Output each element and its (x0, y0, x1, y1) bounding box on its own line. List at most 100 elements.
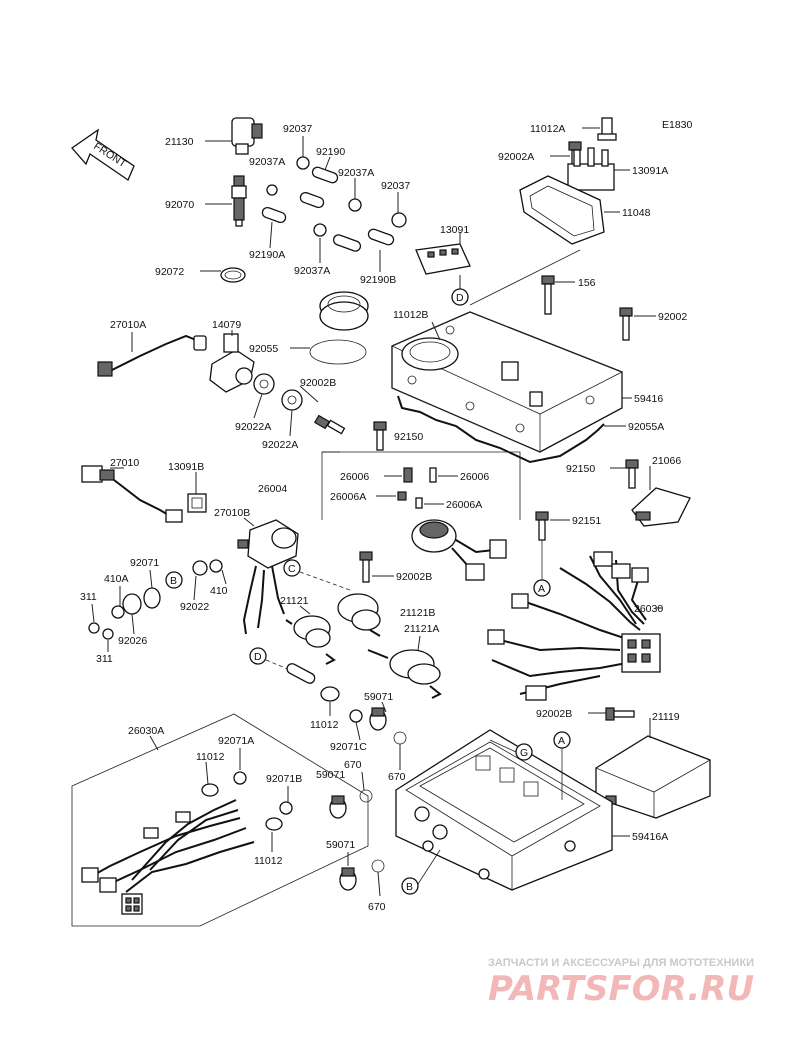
part-92071A-caps (233, 771, 293, 815)
callout-d-mid (249, 647, 267, 665)
label-92037A-b: 92037A (338, 167, 374, 179)
label-92150-a: 92150 (394, 431, 423, 443)
part-92071-washers (88, 560, 208, 640)
watermark-tagline: ЗАПЧАСТИ И АКСЕССУАРЫ ДЛЯ МОТОТЕХНИКИ (488, 957, 754, 969)
callout-b-mid (165, 571, 183, 589)
label-92190A: 92190A (249, 249, 285, 261)
label-92037-b: 92037 (381, 180, 410, 192)
label-26006-a: 26006 (340, 471, 369, 483)
label-59071-a: 59071 (364, 691, 393, 703)
part-410-cap (209, 559, 223, 573)
part-92002B-bolt-c (605, 707, 635, 721)
label-26006A-b: 26006A (446, 499, 482, 511)
label-92071C: 92071C (330, 741, 367, 753)
label-11048: 11048 (622, 207, 651, 219)
part-92055-cap (319, 291, 369, 331)
part-27010A-sensor (97, 334, 207, 377)
label-92026: 92026 (118, 635, 147, 647)
label-26030: 26030 (634, 603, 663, 615)
callout-b-bottom-label: B (406, 881, 413, 893)
label-92002B-c: 92002B (536, 708, 572, 720)
label-26030A: 26030A (128, 725, 164, 737)
part-92190-pipe (261, 166, 395, 252)
label-92070: 92070 (165, 199, 194, 211)
label-670-b: 670 (344, 759, 362, 771)
callout-d-mid-label: D (254, 651, 262, 663)
part-670-oring-c (371, 859, 385, 873)
part-92151-bolt (535, 511, 549, 541)
part-21119-ecu (595, 735, 711, 819)
watermark-brand: PARTSFOR.RU (488, 969, 754, 1009)
part-14079-sensor-housing (209, 333, 255, 393)
part-92022A-washers (253, 373, 303, 411)
part-92150-bolt (373, 421, 387, 451)
label-27010: 27010 (110, 457, 139, 469)
part-92055A-gasket (397, 395, 605, 464)
diagram-code: E1830 (662, 119, 693, 131)
label-59071-c: 59071 (326, 839, 355, 851)
part-92070-spark-plug (231, 175, 247, 227)
label-92150-b: 92150 (566, 463, 595, 475)
label-92022: 92022 (180, 601, 209, 613)
label-92071A: 92071A (218, 735, 254, 747)
part-26030A-harness (81, 799, 255, 915)
part-13091-connector (415, 232, 471, 275)
part-92037-clamps (266, 156, 407, 237)
part-92072-clip (220, 267, 246, 283)
label-21130: 21130 (165, 136, 194, 148)
label-92002A: 92002A (498, 151, 534, 163)
part-92071C-cap (349, 709, 363, 723)
part-11012-plugs-b (201, 783, 283, 831)
part-59416A-lower-case (395, 729, 613, 891)
label-26004: 26004 (258, 483, 287, 495)
label-92037-a: 92037 (283, 123, 312, 135)
label-670-a: 670 (388, 771, 406, 783)
label-59416A: 59416A (632, 831, 668, 843)
callout-c-label: C (288, 563, 296, 575)
label-11012A: 11012A (530, 123, 565, 135)
label-92071: 92071 (130, 557, 159, 569)
part-21066-module (631, 487, 691, 527)
label-92072: 92072 (155, 266, 184, 278)
part-27010-cable (81, 465, 183, 523)
part-21121-coil (285, 593, 381, 665)
label-92055: 92055 (249, 343, 278, 355)
callout-b-mid-label: B (170, 575, 177, 587)
part-21130-terminal (231, 117, 263, 155)
label-410: 410 (210, 585, 228, 597)
label-27010B: 27010B (214, 507, 250, 519)
label-92002: 92002 (658, 311, 687, 323)
label-156: 156 (578, 277, 596, 289)
part-13091B-block (187, 493, 207, 513)
label-13091: 13091 (440, 224, 469, 236)
callout-a-bottom-label: A (558, 735, 565, 747)
label-13091B: 13091B (168, 461, 204, 473)
label-670-c: 670 (368, 901, 386, 913)
label-92151: 92151 (572, 515, 601, 527)
label-27010A: 27010A (110, 319, 146, 331)
part-92055-oring (309, 339, 367, 365)
part-92002-bolt (619, 307, 633, 341)
label-13091A: 13091A (632, 165, 668, 177)
label-21121B: 21121B (400, 607, 435, 619)
label-21121: 21121 (280, 595, 309, 607)
part-13091A-terminal-block (567, 147, 615, 191)
part-26030-harness (487, 551, 661, 701)
part-59071-fitting-a (369, 707, 387, 731)
part-11012A-plug (597, 117, 617, 141)
part-27010B-relay (237, 519, 299, 635)
bracket-26004-group (321, 451, 521, 520)
part-26006-pins (397, 467, 437, 509)
label-14079: 14079 (212, 319, 241, 331)
label-11012-c: 11012 (254, 855, 283, 867)
label-92037A-c: 92037A (294, 265, 330, 277)
part-59071-fitting-b (329, 795, 347, 819)
label-21119: 21119 (652, 711, 680, 723)
callout-d-top-label: D (456, 292, 464, 304)
part-59071-fitting-c (339, 867, 357, 891)
callout-b-bottom (401, 877, 419, 895)
part-670-oring-b (359, 789, 373, 803)
label-92022A-a: 92022A (235, 421, 271, 433)
label-92002B-a: 92002B (300, 377, 336, 389)
label-26006-b: 26006 (460, 471, 489, 483)
